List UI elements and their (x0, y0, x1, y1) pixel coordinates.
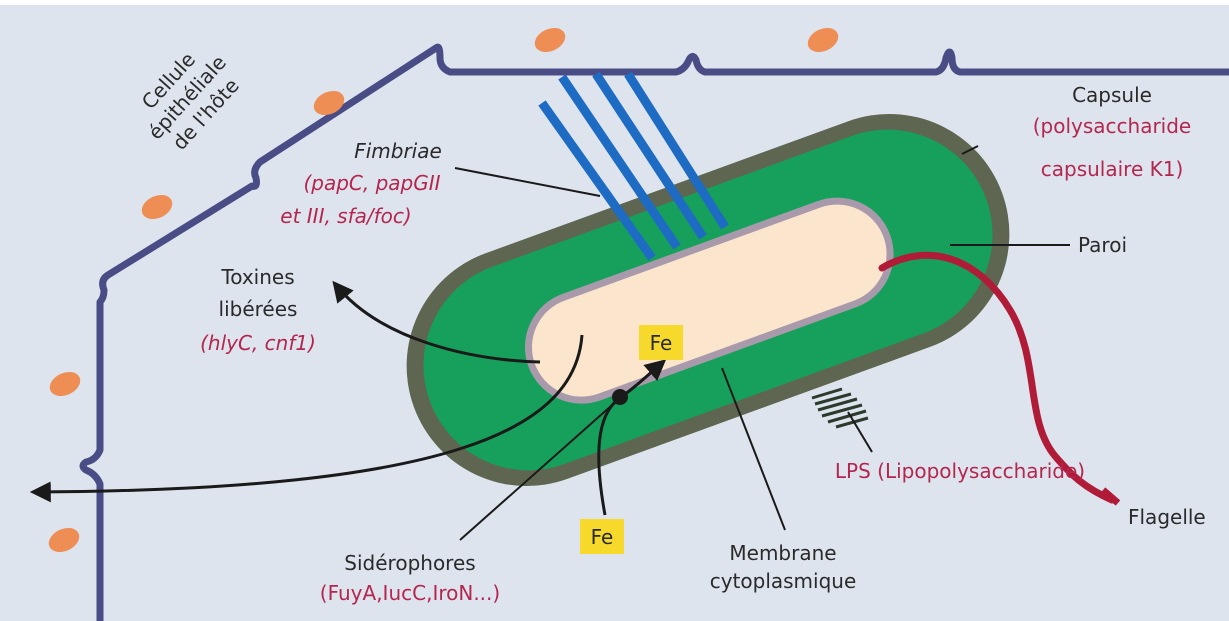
siderophores-label: Sidérophores (344, 551, 475, 575)
toxines-label-line2: libérées (219, 297, 298, 321)
membrane-label-line2: cytoplasmique (710, 569, 857, 593)
fimbriae-label: Fimbriae (354, 139, 442, 163)
siderophores-genes: (FuyA,IucC,IroN...) (320, 581, 500, 605)
fimbriae-genes-line1: (papC, papGII (303, 171, 440, 195)
outside-area (0, 0, 1229, 5)
flagelle-label: Flagelle (1128, 505, 1206, 529)
fimbriae-genes-line2: et III, sfa/foc) (280, 204, 411, 228)
toxines-label-line1: Toxines (220, 265, 294, 289)
toxines-genes: (hlyC, cnf1) (200, 331, 316, 355)
lps-label: LPS (Lipopolysaccharide) (835, 459, 1085, 483)
capsule-detail-line1: (polysaccharide (1033, 114, 1192, 138)
capsule-detail-line2: capsulaire K1) (1041, 157, 1184, 181)
fe-outside-label: Fe (591, 525, 614, 549)
capsule-label: Capsule (1072, 83, 1152, 107)
paroi-label: Paroi (1078, 233, 1127, 257)
fe-inside-label: Fe (650, 331, 673, 355)
membrane-label-line1: Membrane (729, 541, 836, 565)
